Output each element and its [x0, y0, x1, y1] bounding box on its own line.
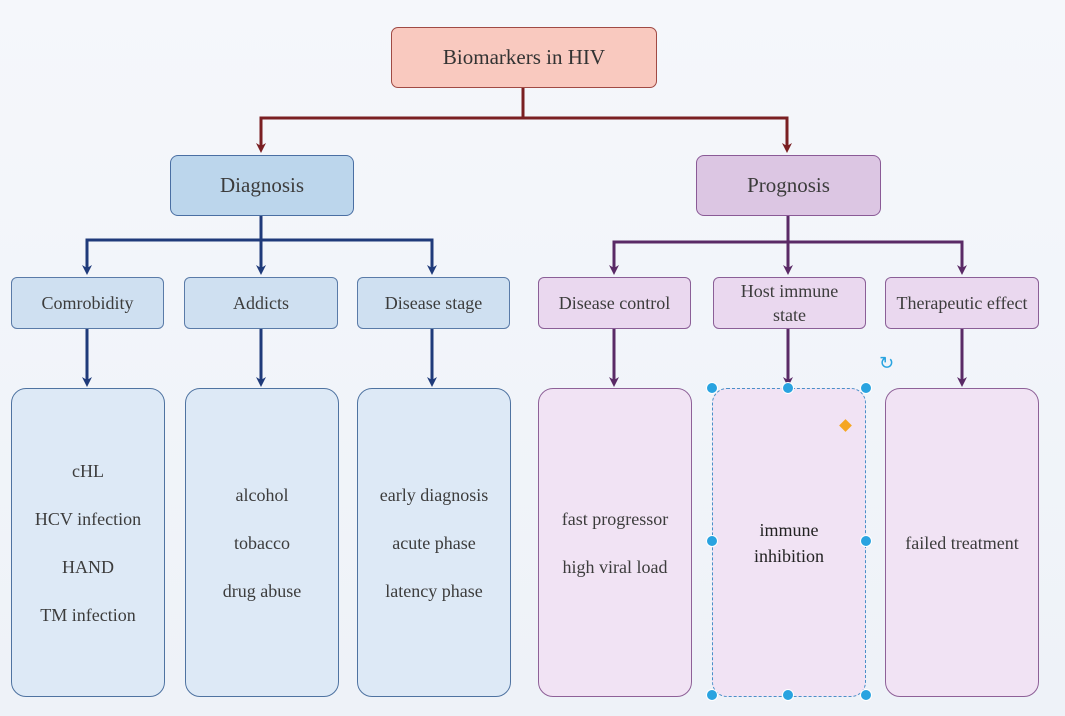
selection-handle-left[interactable]	[706, 535, 718, 547]
connector-diagnosis	[82, 216, 263, 275]
root-label: Biomarkers in HIV	[442, 45, 606, 69]
selection-handle-bottom-left[interactable]	[706, 689, 718, 701]
sub-label: Addicts	[233, 293, 289, 313]
sub-label: Disease control	[558, 293, 671, 313]
leaf-box-host-immune-state[interactable]: immune inhibition	[712, 388, 866, 697]
leaf-box-addicts[interactable]: alcohol tobacco drug abuse	[185, 388, 339, 697]
selection-handle-top-right[interactable]	[860, 382, 872, 394]
diagnosis-label: Diagnosis	[220, 173, 304, 197]
leaf-item: alcohol	[235, 484, 289, 505]
selection-handle-bottom-right[interactable]	[860, 689, 872, 701]
leaf-box-disease-stage[interactable]: early diagnosis acute phase latency phas…	[357, 388, 511, 697]
leaf-item: tobacco	[234, 532, 290, 553]
selection-handle-top[interactable]	[782, 382, 794, 394]
leaf-item: fast progressor	[561, 508, 669, 529]
leaf-item: HCV infection	[34, 508, 142, 529]
leaf-item: early diagnosis	[379, 484, 489, 505]
connector-diagnosis	[261, 238, 437, 275]
connector-prognosis	[788, 240, 967, 275]
sub-label: Comrobidity	[41, 293, 134, 313]
selection-handle-right[interactable]	[860, 535, 872, 547]
rotate-icon[interactable]: ↻	[879, 353, 895, 374]
leaf-item: cHL	[72, 460, 104, 481]
leaf-box-therapeutic-effect[interactable]: failed treatment	[885, 388, 1039, 697]
root-node[interactable]: Biomarkers in HIV	[391, 27, 657, 88]
connector-prognosis	[609, 216, 790, 275]
connector-root	[523, 116, 792, 153]
sub-node-addicts[interactable]: Addicts	[184, 277, 338, 329]
leaf-item: failed treatment	[905, 532, 1019, 553]
sub-node-therapeutic-effect[interactable]: Therapeutic effect	[885, 277, 1039, 329]
sub-node-comorbidity[interactable]: Comrobidity	[11, 277, 164, 329]
diagnosis-node[interactable]: Diagnosis	[170, 155, 354, 216]
prognosis-label: Prognosis	[747, 173, 830, 197]
sub-node-host-immune-state[interactable]: Host immune state	[713, 277, 866, 329]
leaf-item: acute phase	[392, 532, 476, 553]
leaf-item: latency phase	[385, 580, 483, 601]
selection-handle-top-left[interactable]	[706, 382, 718, 394]
sub-node-disease-stage[interactable]: Disease stage	[357, 277, 510, 329]
leaf-item: drug abuse	[222, 580, 302, 601]
sub-label: Disease stage	[384, 293, 483, 313]
leaf-box-comorbidity[interactable]: cHL HCV infection HAND TM infection	[11, 388, 165, 697]
selection-handle-bottom[interactable]	[782, 689, 794, 701]
connector-root	[256, 88, 525, 153]
leaf-item: immune inhibition	[753, 519, 824, 566]
sub-node-disease-control[interactable]: Disease control	[538, 277, 691, 329]
prognosis-node[interactable]: Prognosis	[696, 155, 881, 216]
sub-label: Therapeutic effect	[896, 293, 1028, 313]
sub-label: Host immune state	[740, 281, 839, 325]
leaf-item: high viral load	[562, 556, 668, 577]
leaf-item: TM infection	[40, 604, 136, 625]
leaf-box-disease-control[interactable]: fast progressor high viral load	[538, 388, 692, 697]
leaf-item: HAND	[62, 556, 114, 577]
